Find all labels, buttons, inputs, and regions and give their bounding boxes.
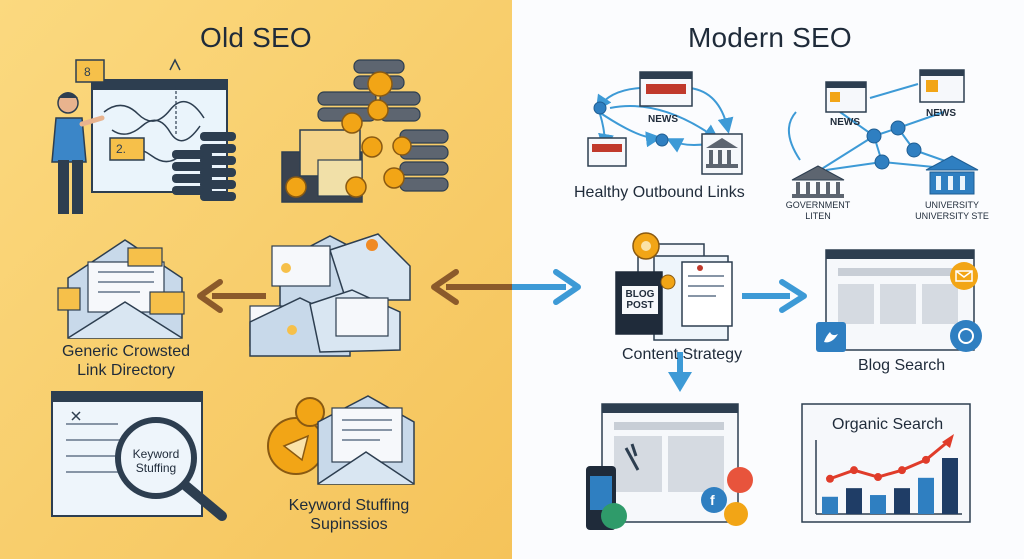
- university-label: UNIVERSITY UNIVERSITY STE: [915, 200, 989, 222]
- organic-bar-3: [870, 495, 886, 514]
- organic-trend-point-2: [850, 466, 858, 475]
- organic-trend-arrowhead: [942, 434, 954, 448]
- content-strategy-illustration: [615, 232, 733, 341]
- content-strategy-label: Content Strategy: [622, 346, 743, 363]
- news-label-3: NEWS: [926, 108, 956, 119]
- organic-bar-6: [942, 458, 958, 514]
- svg-text:2.: 2.: [116, 142, 126, 156]
- svg-text:8: 8: [84, 65, 91, 79]
- modern-seo-title: Modern SEO: [688, 22, 852, 53]
- old-seo-title: Old SEO: [200, 22, 312, 53]
- blog-search-illustration: [816, 249, 982, 352]
- blog-post-badge: BLOG POST: [626, 289, 655, 311]
- university-label-line-1: UNIVERSITY: [924, 200, 980, 210]
- organic-bar-1: [822, 496, 838, 514]
- blog-post-badge-line-1: BLOG: [625, 289, 655, 300]
- link-directory-label-line-2: Link Directory: [77, 362, 175, 379]
- content-page-illustration: f: [586, 403, 753, 530]
- magnifier-text-line-2: Stuffing: [135, 461, 177, 475]
- link-directory-label-line-1: Generic Crowsted: [61, 343, 191, 360]
- server-stack-illustration: [281, 59, 449, 203]
- email-pile-illustration: [249, 233, 411, 357]
- organic-search-bars: [822, 458, 958, 514]
- news-label-2: NEWS: [830, 117, 860, 128]
- organic-bar-4: [894, 488, 910, 514]
- magnifier-text-line-1: Keyword: [132, 447, 180, 461]
- organic-search-trend: [826, 434, 954, 483]
- magnifier-text: Keyword Stuffing: [133, 447, 180, 475]
- organic-trend-point-3: [874, 473, 882, 482]
- organic-bar-2: [846, 488, 862, 514]
- person-whiteboard-illustration: 8 2.: [51, 58, 236, 214]
- link-directory-envelope: [57, 239, 185, 339]
- authority-links-network: [788, 69, 979, 198]
- blog-search-label: Blog Search: [858, 357, 946, 374]
- organic-trend-point-5: [922, 455, 930, 464]
- modern-seo-arrows: [512, 269, 807, 392]
- keyword-stuffing-label-line-1: Keyword Stuffing: [288, 497, 410, 514]
- organic-trend-point-1: [826, 474, 834, 483]
- organic-trend-point-4: [898, 466, 906, 475]
- government-label-line-1: GOVERNMENT: [785, 200, 851, 210]
- keyword-stuffing-screen: [51, 391, 227, 521]
- organic-search-label: Organic Search: [832, 416, 944, 433]
- news-label-1: NEWS: [648, 114, 678, 125]
- university-label-line-2: UNIVERSITY STE: [915, 211, 989, 221]
- stuffing-suspicion-envelope: [267, 395, 415, 485]
- outbound-links-network: [587, 71, 743, 175]
- old-seo-arrows: [197, 269, 512, 313]
- keyword-stuffing-label: Keyword Stuffing Supinssios: [289, 496, 410, 534]
- organic-bar-5: [918, 477, 934, 514]
- government-label: GOVERNMENT LITEN: [786, 200, 851, 222]
- government-label-line-2: LITEN: [805, 211, 831, 221]
- organic-trend-line: [829, 438, 951, 481]
- link-directory-label: Generic Crowsted Link Directory: [62, 342, 190, 380]
- blog-post-badge-line-2: POST: [626, 300, 654, 311]
- keyword-stuffing-label-line-2: Supinssios: [310, 516, 388, 533]
- svg-text:f: f: [710, 492, 715, 508]
- outbound-links-label: Healthy Outbound Links: [574, 184, 745, 201]
